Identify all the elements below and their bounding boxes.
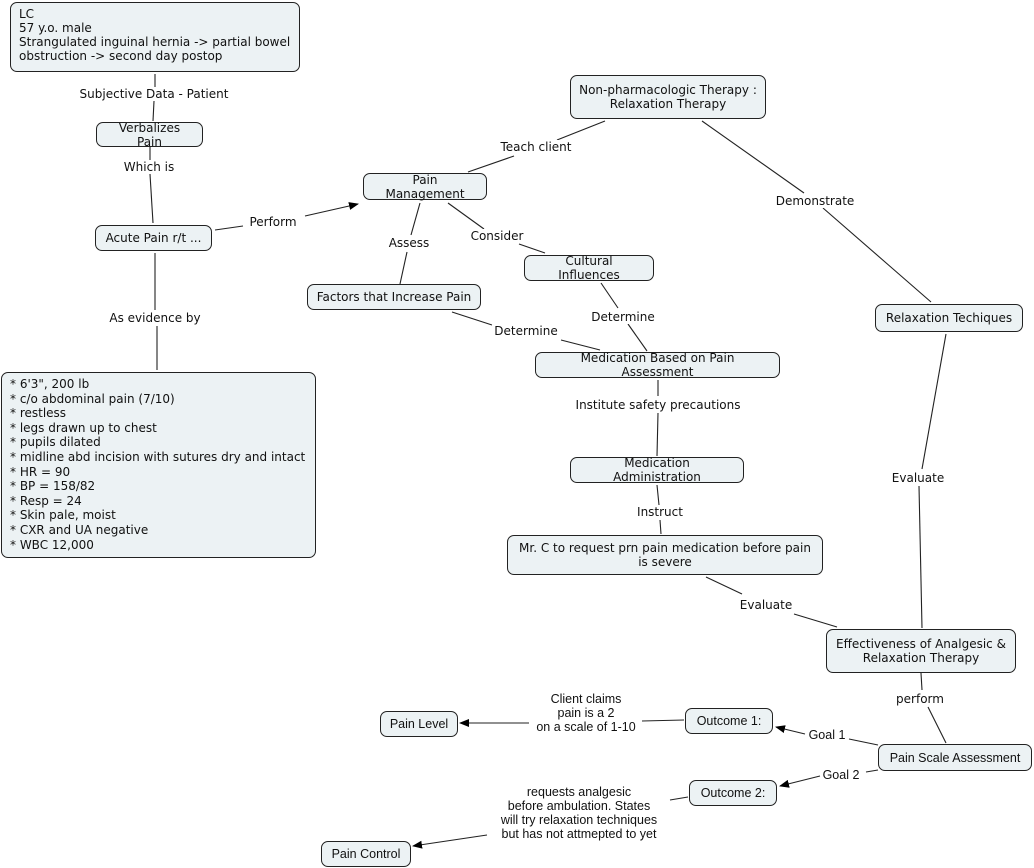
patient-node[interactable]: LC 57 y.o. male Strangulated inguinal he… (10, 2, 300, 72)
edge-outcome1-claims (641, 719, 685, 722)
edge-perform-painscale (927, 706, 947, 744)
edge-evaluate-effectiveness (918, 485, 923, 629)
link-label-evaluate-mrc: Evaluate (737, 598, 795, 612)
edge-medadmin-instruct (656, 484, 660, 506)
link-label-goal-1: Goal 1 (806, 728, 848, 742)
pain-management-node[interactable]: Pain Management (363, 173, 487, 201)
edge-nonpharm-demonstrate (701, 120, 805, 194)
edge-evaluate-effectiveness2 (793, 613, 838, 628)
edge-outcome2-requests (669, 796, 689, 801)
link-label-institute-safety: Institute safety precautions (573, 398, 743, 412)
link-label-client-claims: Client claims pain is a 2 on a scale of … (534, 692, 638, 734)
edge-requests-paincontrol (412, 834, 488, 849)
link-label-perform: Perform (247, 215, 299, 229)
medication-based-node[interactable]: Medication Based on Pain Assessment (535, 351, 780, 379)
link-label-consider: Consider (468, 229, 526, 243)
edge-painscale-goal1 (848, 738, 879, 746)
outcome-1-node[interactable]: Outcome 1: (685, 708, 773, 734)
edge-determine-medbased (627, 323, 648, 352)
edge-institute-medadmin (656, 412, 659, 457)
link-label-requests-analgesic: requests analgesic before ambulation. St… (498, 785, 660, 841)
link-label-demonstrate: Demonstrate (773, 194, 857, 208)
cultural-influences-node[interactable]: Cultural Influences (524, 254, 654, 282)
edge-demonstrate-relax (822, 207, 932, 303)
edge-determine-medbased2 (560, 339, 601, 351)
edge-mrc-evaluate (705, 576, 743, 595)
edge-painscale-goal2 (865, 769, 879, 773)
edge-whichis-acute (149, 173, 154, 224)
acute-pain-node[interactable]: Acute Pain r/t ... (95, 225, 212, 251)
link-label-which-is: Which is (121, 160, 177, 174)
factors-increase-pain-node[interactable]: Factors that Increase Pain (307, 284, 481, 310)
mr-c-request-node[interactable]: Mr. C to request prn pain medication bef… (507, 535, 823, 575)
link-label-determine-factors: Determine (492, 324, 560, 338)
edge-acute-perform (214, 225, 244, 231)
edge-cultural-determine (600, 282, 619, 309)
link-label-subjective: Subjective Data - Patient (77, 87, 231, 101)
pain-scale-assessment-node[interactable]: Pain Scale Assessment (878, 744, 1032, 771)
relaxation-techniques-node[interactable]: Relaxation Techiques (875, 304, 1023, 332)
pain-control-node[interactable]: Pain Control (321, 841, 411, 867)
verbalizes-pain-node[interactable]: Verbalizes Pain (96, 121, 203, 149)
outcome-2-node[interactable]: Outcome 2: (689, 780, 777, 806)
pain-level-node[interactable]: Pain Level (380, 711, 458, 737)
effectiveness-node[interactable]: Effectiveness of Analgesic & Relaxation … (826, 629, 1016, 673)
edge-goal2-outcome2 (779, 775, 821, 788)
edge-painmgmt-assess (410, 202, 421, 236)
edge-factors-determine (451, 311, 493, 326)
link-label-determine-cultural: Determine (589, 310, 657, 324)
link-label-goal-2: Goal 2 (820, 768, 862, 782)
non-pharmacologic-node[interactable]: Non-pharmacologic Therapy : Relaxation T… (570, 75, 766, 119)
edge-teach-painmgmt (467, 155, 515, 173)
link-label-instruct: Instruct (635, 505, 685, 519)
edge-goal1-outcome1 (775, 725, 806, 735)
evidence-node[interactable]: * 6'3", 200 lb * c/o abdominal pain (7/1… (1, 372, 316, 558)
link-label-assess: Assess (386, 236, 432, 250)
edge-subjective-verbalizes (152, 100, 155, 122)
medication-administration-node[interactable]: Medication Administration (570, 456, 744, 484)
edge-nonpharm-teach (556, 120, 606, 141)
link-label-perform-scale: perform (894, 692, 946, 706)
link-label-teach-client: Teach client (498, 140, 574, 154)
link-label-evaluate-relax: Evaluate (889, 471, 947, 485)
edge-painmgmt-consider (447, 202, 485, 230)
edge-consider-cultural (518, 243, 546, 254)
edge-perform-painmgmt (304, 202, 359, 217)
link-label-as-evidence: As evidence by (107, 311, 203, 325)
edge-relax-evaluate (921, 333, 947, 470)
edge-assess-factors (399, 251, 408, 285)
edge-instruct-mrc (659, 519, 662, 535)
edge-effectiveness-perform (920, 672, 923, 691)
